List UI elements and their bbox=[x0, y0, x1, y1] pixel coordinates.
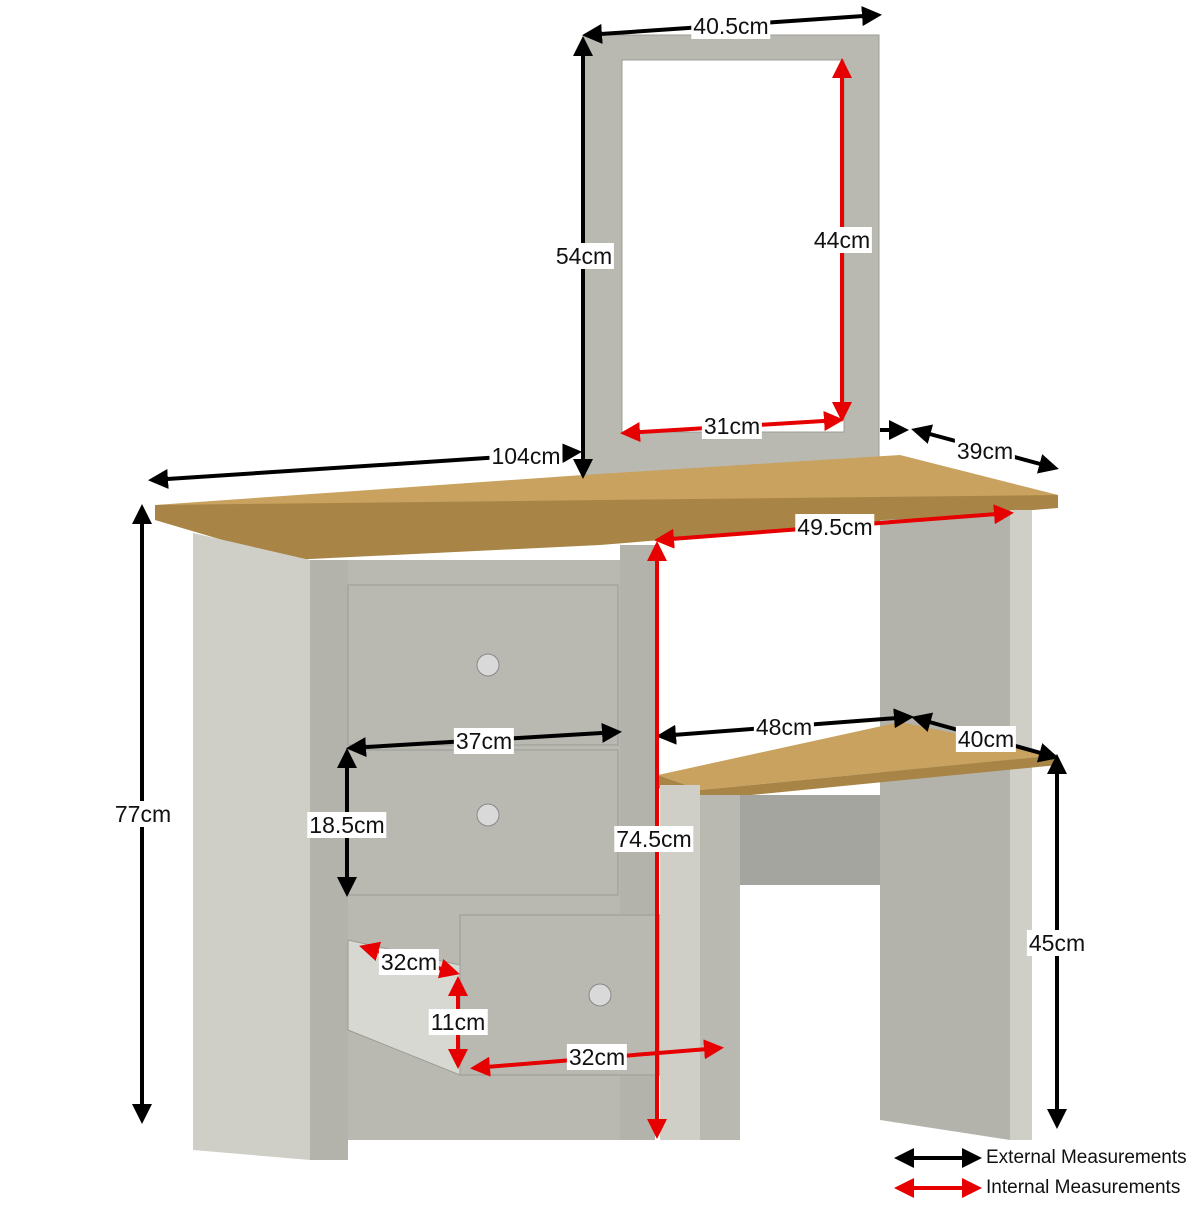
stool-height-label: 45cm bbox=[1026, 930, 1088, 956]
inner-width-label: 32cm bbox=[566, 1044, 628, 1070]
right-leg-front bbox=[1010, 510, 1032, 1140]
glass-height-label: 44cm bbox=[811, 227, 873, 253]
drawer-2-knob bbox=[476, 803, 500, 827]
stool-left-leg bbox=[700, 795, 740, 1140]
table-depth-label: 39cm bbox=[954, 438, 1016, 464]
pedestal-stile bbox=[310, 560, 348, 1160]
stool-width-label: 48cm bbox=[753, 714, 815, 740]
legend-internal-label: Internal Measurements bbox=[986, 1177, 1181, 1198]
knee-height-label: 74.5cm bbox=[614, 826, 694, 852]
knee-width-label: 49.5cm bbox=[795, 514, 875, 540]
drawer-1-knob bbox=[476, 653, 500, 677]
table-height-label: 77cm bbox=[112, 801, 174, 827]
inner-height-label: 11cm bbox=[428, 1009, 488, 1035]
drawer-height-label: 18.5cm bbox=[307, 812, 387, 838]
drawer-3-knob bbox=[588, 983, 612, 1007]
right-leg-side bbox=[880, 515, 1010, 1140]
stool-top-edge bbox=[658, 755, 1058, 800]
right-leg bbox=[880, 510, 1032, 1140]
mirror-glass bbox=[621, 59, 845, 433]
table-width-label: 104cm bbox=[489, 443, 563, 469]
stool-apron bbox=[740, 795, 880, 885]
drawer-width-label: 37cm bbox=[453, 728, 515, 754]
inner-depth-label: 32cm bbox=[378, 949, 440, 975]
mirror bbox=[583, 34, 880, 476]
legend-external-label: External Measurements bbox=[986, 1147, 1187, 1168]
pedestal-side bbox=[193, 533, 310, 1160]
mirror-width-label: 40.5cm bbox=[691, 13, 771, 39]
stool-depth-label: 40cm bbox=[955, 726, 1017, 752]
glass-width-label: 31cm bbox=[701, 413, 763, 439]
mirror-height-label: 54cm bbox=[553, 243, 615, 269]
